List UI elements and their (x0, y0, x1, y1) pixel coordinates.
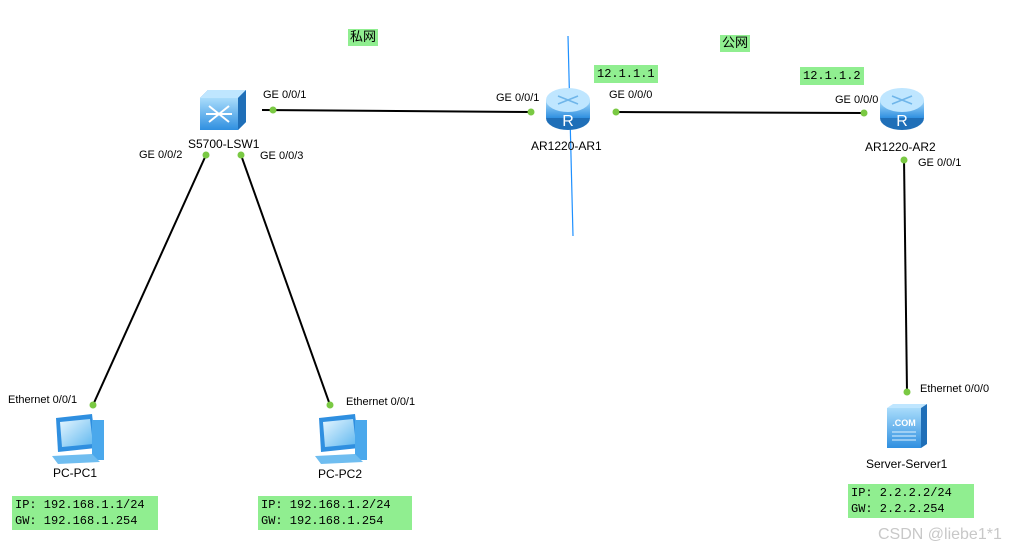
link-sw-ar1[interactable] (261, 109, 531, 113)
device-name-ar2: AR1220-AR2 (865, 140, 936, 154)
network-boundary-line (567, 35, 574, 237)
port-label-sw-ge001: GE 0/0/1 (263, 89, 307, 101)
server-ip: IP: 2.2.2.2/24 (851, 486, 952, 500)
device-name-ar1: AR1220-AR1 (531, 139, 602, 153)
router-icon[interactable]: R (880, 88, 924, 130)
port-dot (326, 401, 334, 409)
port-label-ar1-ge000: GE 0/0/0 (609, 89, 653, 101)
server-gw: GW: 2.2.2.254 (851, 502, 945, 516)
port-dot (89, 401, 97, 409)
device-name-pc1: PC-PC1 (53, 466, 98, 480)
link-sw-pc2[interactable] (240, 154, 331, 406)
pc-icon[interactable] (315, 414, 367, 464)
svg-text:R: R (562, 113, 574, 130)
pc1-gw: GW: 192.168.1.254 (15, 514, 138, 528)
public-network-label: 公网 (720, 35, 751, 52)
port-dot (202, 151, 210, 159)
port-dot (527, 108, 535, 116)
link-sw-pc1[interactable] (92, 154, 207, 406)
watermark: CSDN @liebe1*1 (878, 526, 1002, 543)
server-icon[interactable]: .COM (887, 404, 927, 448)
port-dots (89, 106, 911, 409)
port-dot (269, 106, 277, 114)
port-label-pc2-eth: Ethernet 0/0/1 (346, 396, 416, 408)
pc-icon[interactable] (52, 414, 104, 464)
port-label-ar2-ge000: GE 0/0/0 (835, 94, 879, 106)
router-icon[interactable]: R (546, 88, 590, 130)
pc1-ip: IP: 192.168.1.1/24 (15, 498, 145, 512)
pc2-gw: GW: 192.168.1.254 (261, 514, 384, 528)
port-dot (860, 109, 868, 117)
port-label-server-eth: Ethernet 0/0/0 (920, 383, 990, 395)
device-name-pc2: PC-PC2 (318, 467, 363, 481)
port-dot (900, 156, 908, 164)
port-label-sw-ge002: GE 0/0/2 (139, 149, 183, 161)
port-label-pc1-eth: Ethernet 0/0/1 (8, 394, 78, 406)
link-ar2-server[interactable] (903, 157, 908, 393)
ar1-public-ip: 12.1.1.1 (594, 65, 658, 83)
link-ar1-ar2[interactable] (615, 111, 865, 114)
pc2-ip: IP: 192.168.1.2/24 (261, 498, 391, 512)
links (92, 109, 908, 406)
port-dot (903, 388, 911, 396)
private-network-label: 私网 (348, 29, 379, 46)
svg-text:.COM: .COM (892, 418, 916, 428)
port-label-ar2-ge001: GE 0/0/1 (918, 157, 962, 169)
port-dot (612, 108, 620, 116)
port-label-sw-ge003: GE 0/0/3 (260, 150, 304, 162)
switch-icon[interactable] (200, 90, 246, 130)
device-name-switch: S5700-LSW1 (188, 137, 260, 151)
device-name-server: Server-Server1 (866, 457, 948, 471)
port-dot (237, 151, 245, 159)
port-label-ar1-ge001: GE 0/0/1 (496, 92, 540, 104)
ar2-public-ip: 12.1.1.2 (800, 67, 864, 85)
svg-text:R: R (896, 113, 908, 130)
